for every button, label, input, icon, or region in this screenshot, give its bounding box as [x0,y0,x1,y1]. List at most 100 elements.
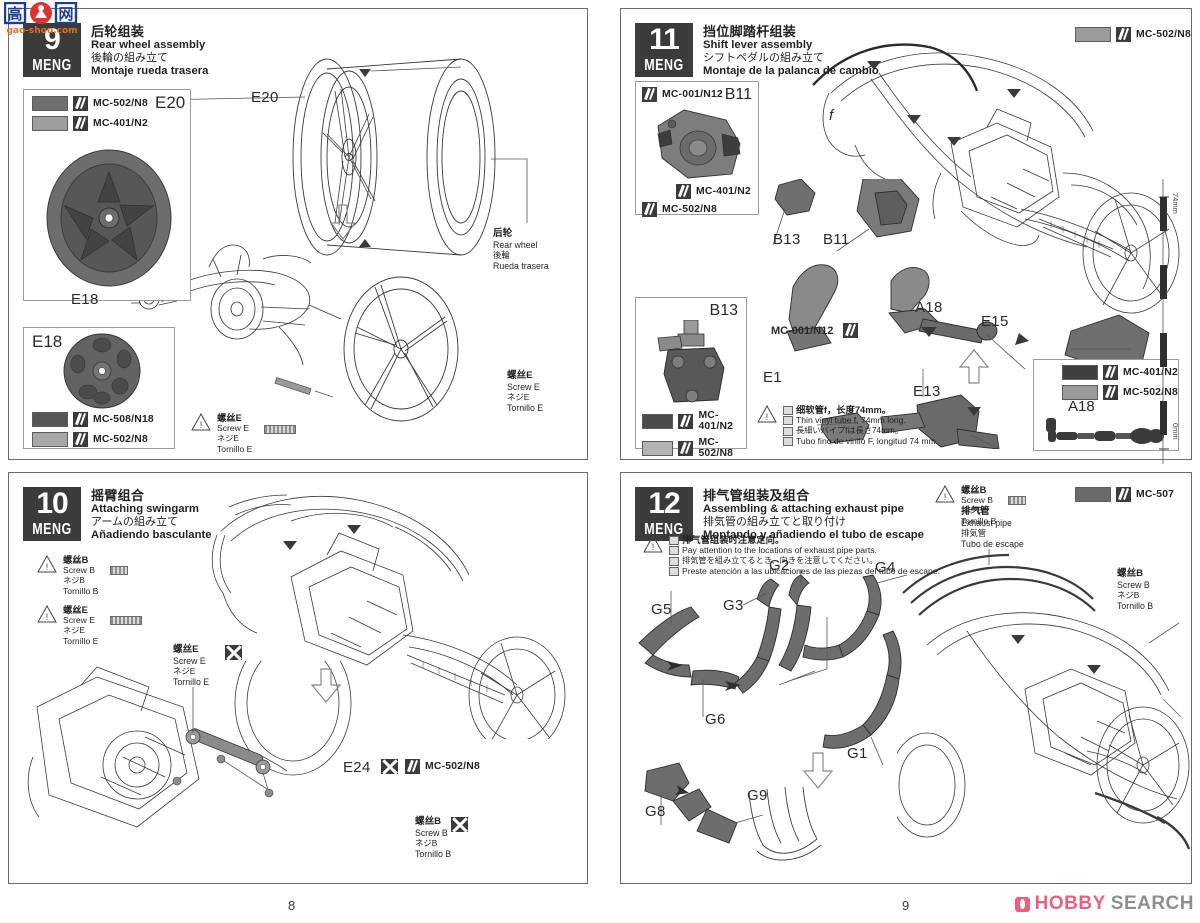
part-label-e13: E13 [913,383,941,400]
paint-code: MC-502/N8 [662,204,717,215]
x2-multiplier-icon [381,759,398,774]
part-label-g9: G9 [747,787,768,804]
callout-es: Tornillo B [1117,600,1154,611]
callout-screw-b-right: 螺丝B Screw B ネジB Tornillo B [1117,568,1154,611]
svg-text:!: ! [200,420,203,430]
callout-cn: 螺丝B [415,816,442,827]
part-label-mc001n12: MC-001/N12 [771,325,834,337]
callout-rear-wheel: 后轮 Rear wheel 後輪 Rueda trasera [493,228,549,271]
svg-text:gao-shou.com: gao-shou.com [6,26,77,36]
callout-en: Screw E [507,381,540,392]
paint-code: MC-001/N12 [662,89,723,100]
part-label-b13-box: B13 [709,302,738,319]
step-11-a18-paints: MC-401/N2 MC-502/N8 [1062,365,1178,405]
part-label-e1: E1 [763,369,782,386]
svg-text:!: ! [46,612,49,622]
part-label-b11-box: B11 [724,86,752,103]
callout-en: Screw E [63,615,95,626]
paintbrush-icon [73,432,88,447]
note-cn: 细软管f，长度74mm。 [796,405,892,415]
paint-chip [1075,27,1111,42]
part-label-g4: G4 [875,559,896,576]
step-10-titles: 摇臂组合 Attaching swingarm アームの組み立て Añadien… [91,487,212,542]
paintbrush-icon [1103,365,1118,380]
paintbrush-icon [1116,27,1131,42]
note-es: Preste atención a las ubicaciones de las… [682,566,940,577]
step-9-header: 9 MENG 后轮组装 Rear wheel assembly 後輪の組み立て … [23,23,208,78]
step-12-badge: 12 MENG [635,487,693,541]
step-9-part-box-e20: MC-502/N8 MC-401/N2 [23,89,191,301]
paint-chip [32,412,68,427]
paint-row: MC-401/N2 [676,184,751,199]
part-label-g8: G8 [645,803,666,820]
callout-cn: 螺丝E [217,413,242,423]
callout-jp: ネジB [63,575,85,585]
warning-triangle-icon: ! [191,413,211,431]
callout-exhaust-pipe: 排气管 Exhaust pipe 排気管 Tubo de escape [961,506,1024,549]
part-label-g2: G2 [769,557,790,574]
paint-code: MC-502/N8 [93,98,148,109]
gao-shou-watermark-logo: 高 网 gao-shou.com [4,2,80,46]
callout-es: Tornillo E [217,444,253,455]
callout-en: Screw B [961,495,993,506]
part-label-e18-box: E18 [32,332,63,351]
callout-jp: ネジB [415,838,438,849]
flag-es-icon [783,436,793,446]
callout-cn: 螺丝B [63,555,89,565]
part-label-b13: B13 [773,231,801,248]
screw-icon [264,425,297,434]
step-10-header: 10 MENG 摇臂组合 Attaching swingarm アームの組み立て… [23,487,212,542]
meng-brand-mark: MENG [644,520,684,538]
paint-chip [642,413,674,429]
note-lines: 螺丝B Screw B ネジB Tornillo B [961,485,996,527]
callout-cn: 排气管 [961,506,990,517]
part-label-a18: A18 [915,299,943,316]
note-en: Pay attention to the locations of exhaus… [682,545,877,556]
callout-es: Tornillo E [63,636,99,647]
hobby-search-word-1: HOBBY [1034,893,1106,914]
step-11-b13-paints: MC-401/N2 MC-502/N8 [642,410,746,459]
svg-text:!: ! [944,492,947,502]
step-9-paint-list-top: MC-502/N8 MC-401/N2 [32,96,148,136]
step-10-number: 10 [36,487,68,520]
step-9-part-box-e18: E18 [23,327,175,449]
paintbrush-icon [73,116,88,131]
callout-jp: ネジB [1117,590,1140,601]
note-vinyl-tube-f: ! 细软管f，长度74mm。 Thin vinyl tube f, 74mm l… [757,405,938,447]
callout-cn: 螺丝E [507,370,533,381]
callout-es: Tubo de escape [961,538,1024,549]
hobby-search-word-2: SEARCH [1110,893,1194,914]
callout-en: Screw B [63,565,95,576]
paint-row: MC-502/N8 [32,432,154,447]
paint-code: MC-507 [1136,489,1175,500]
part-label-tube-f: f [829,107,834,124]
paintbrush-icon [642,87,657,102]
step-11-panel: 11 MENG 挡位脚踏杆组装 Shift lever assembly シフト… [620,8,1192,464]
ruler-label-bottom: 0mm [1171,423,1180,440]
callout-en: Screw B [415,827,448,838]
callout-en: Rear wheel [493,239,538,250]
ruler-label-top: 74mm [1171,193,1180,214]
callout-en: Screw E [173,655,206,666]
step-11-titles: 挡位脚踏杆组装 Shift lever assembly シフトペダルの組み立て… [703,23,879,78]
step-12-paint-row: MC-507 [1075,487,1174,502]
paint-row: MC-502/N8 [642,437,746,459]
callout-es: Tornillo B [415,848,452,859]
warning-triangle-icon: ! [37,605,57,623]
paint-chip [1062,365,1098,380]
paint-row: MC-502/N8 [642,202,717,217]
svg-text:!: ! [46,562,49,572]
hobby-search-watermark: HOBBY SEARCH [1014,893,1194,915]
note-screw-b: ! 螺丝B Screw B ネジB Tornillo B [37,555,129,597]
callout-cn: 螺丝B [961,485,987,495]
svg-text:高: 高 [7,5,22,23]
flag-jp-icon [783,426,793,436]
callout-cn: 后轮 [493,228,513,239]
step-9-titles: 后轮组装 Rear wheel assembly 後輪の組み立て Montaje… [91,23,208,78]
step-9-title-es: Montaje rueda trasera [91,65,209,77]
note-lines: 排气管组装时注意定向。 Pay attention to the locatio… [669,535,940,577]
step-12-number: 12 [648,487,680,520]
hobby-search-mark-icon [1014,896,1030,912]
step-11-badge: 11 MENG [635,23,693,77]
